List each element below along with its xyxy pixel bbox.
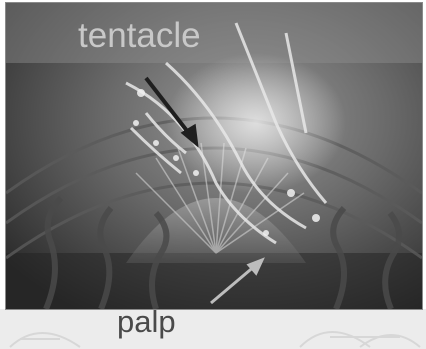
caption-strip: [0, 309, 426, 349]
microscope-photo: [6, 3, 422, 309]
label-tentacle: tentacle: [78, 18, 201, 53]
label-palp: palp: [117, 306, 176, 337]
photo-frame: tentacle: [5, 2, 423, 310]
